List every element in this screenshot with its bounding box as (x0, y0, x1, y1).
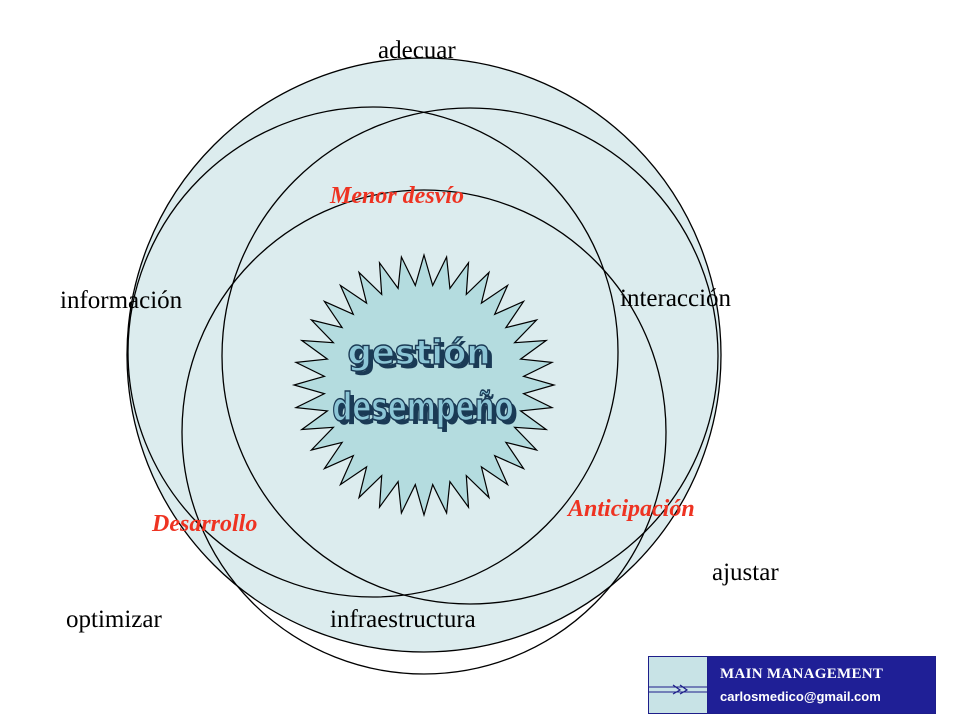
center-title: gestión gestión desempeño desempeño (332, 332, 518, 434)
center-line2-shadow: desempeño (336, 389, 517, 434)
center-line2: desempeño (332, 385, 513, 430)
label-interaccion: interacción (620, 285, 732, 312)
circle-right (221, 107, 719, 605)
label-informacion: información (60, 287, 183, 314)
arrow-logo-icon (649, 684, 707, 695)
label-optimizar: optimizar (66, 606, 162, 633)
badge-logo (649, 657, 708, 713)
footer-badge: MAIN MANAGEMENT carlosmedico@gmail.com (648, 656, 936, 714)
label-desarrollo: Desarrollo (152, 511, 258, 537)
starburst (291, 252, 557, 518)
center-line1-shadow: gestión (351, 337, 494, 377)
label-menor-desvio: Menor desvío (330, 183, 464, 209)
label-adecuar: adecuar (378, 37, 456, 64)
circle-bottom (181, 189, 667, 675)
badge-title: MAIN MANAGEMENT (720, 666, 884, 682)
badge-email[interactable]: carlosmedico@gmail.com (720, 689, 881, 704)
center-line1: gestión (347, 333, 490, 373)
label-ajustar: ajustar (712, 559, 779, 586)
label-infraestructura: infraestructura (330, 606, 476, 633)
label-anticipacion: Anticipación (568, 496, 695, 522)
badge-text: MAIN MANAGEMENT carlosmedico@gmail.com (708, 657, 935, 713)
